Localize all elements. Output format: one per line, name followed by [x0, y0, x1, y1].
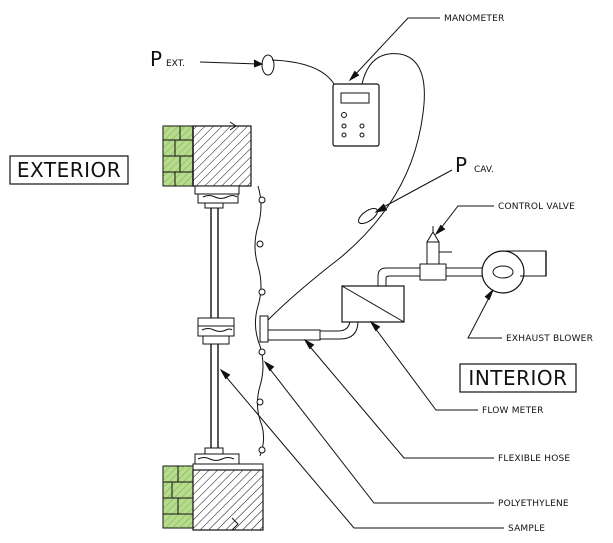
flow-meter-label: FLOW METER — [482, 406, 544, 416]
flow-meter — [341, 267, 420, 323]
exterior-label: EXTERIOR — [17, 158, 121, 182]
sample-callout: SAMPLE — [219, 368, 545, 534]
exterior-box: EXTERIOR — [9, 155, 129, 185]
lower-masonry — [192, 469, 264, 531]
upper-insulation — [162, 125, 194, 187]
upper-break-mark — [229, 121, 237, 131]
p-ext-sub: EXT. — [166, 59, 185, 69]
interior-label: INTERIOR — [468, 366, 567, 390]
exhaust-blower — [481, 250, 547, 294]
flow-meter-callout: FLOW METER — [369, 320, 544, 416]
control-valve — [419, 226, 482, 281]
p-ext-p: P — [150, 47, 162, 71]
control-valve-label: CONTROL VALVE — [498, 202, 575, 212]
pressure-tubes — [261, 53, 425, 321]
upper-frame-plate — [194, 185, 240, 209]
flexible-hose-label: FLEXIBLE HOSE — [498, 454, 570, 464]
p-cav-sub: CAV. — [474, 165, 494, 175]
manometer — [332, 83, 380, 147]
lower-wall-section — [162, 447, 264, 531]
flexible-hose-callout: FLEXIBLE HOSE — [303, 338, 570, 464]
polyethylene-label: POLYETHYLENE — [498, 499, 569, 509]
manometer-label: MANOMETER — [444, 14, 504, 24]
lower-insulation — [162, 465, 194, 529]
sample-panel — [197, 208, 269, 448]
exhaust-blower-label: EXHAUST BLOWER — [506, 334, 593, 344]
polyethylene-callout: POLYETHYLENE — [263, 360, 569, 509]
exhaust-blower-callout: EXHAUST BLOWER — [467, 289, 593, 344]
interior-box: INTERIOR — [459, 363, 577, 393]
p-cav-label: P CAV. — [374, 153, 494, 213]
p-cav-p: P — [455, 153, 467, 177]
upper-wall-section — [162, 121, 252, 209]
polyethylene-membrane — [254, 185, 266, 457]
p-ext-label: P EXT. — [150, 47, 264, 71]
upper-masonry — [192, 125, 252, 187]
sample-label: SAMPLE — [508, 524, 545, 534]
control-valve-callout: CONTROL VALVE — [434, 202, 575, 236]
manometer-callout: MANOMETER — [348, 14, 504, 82]
